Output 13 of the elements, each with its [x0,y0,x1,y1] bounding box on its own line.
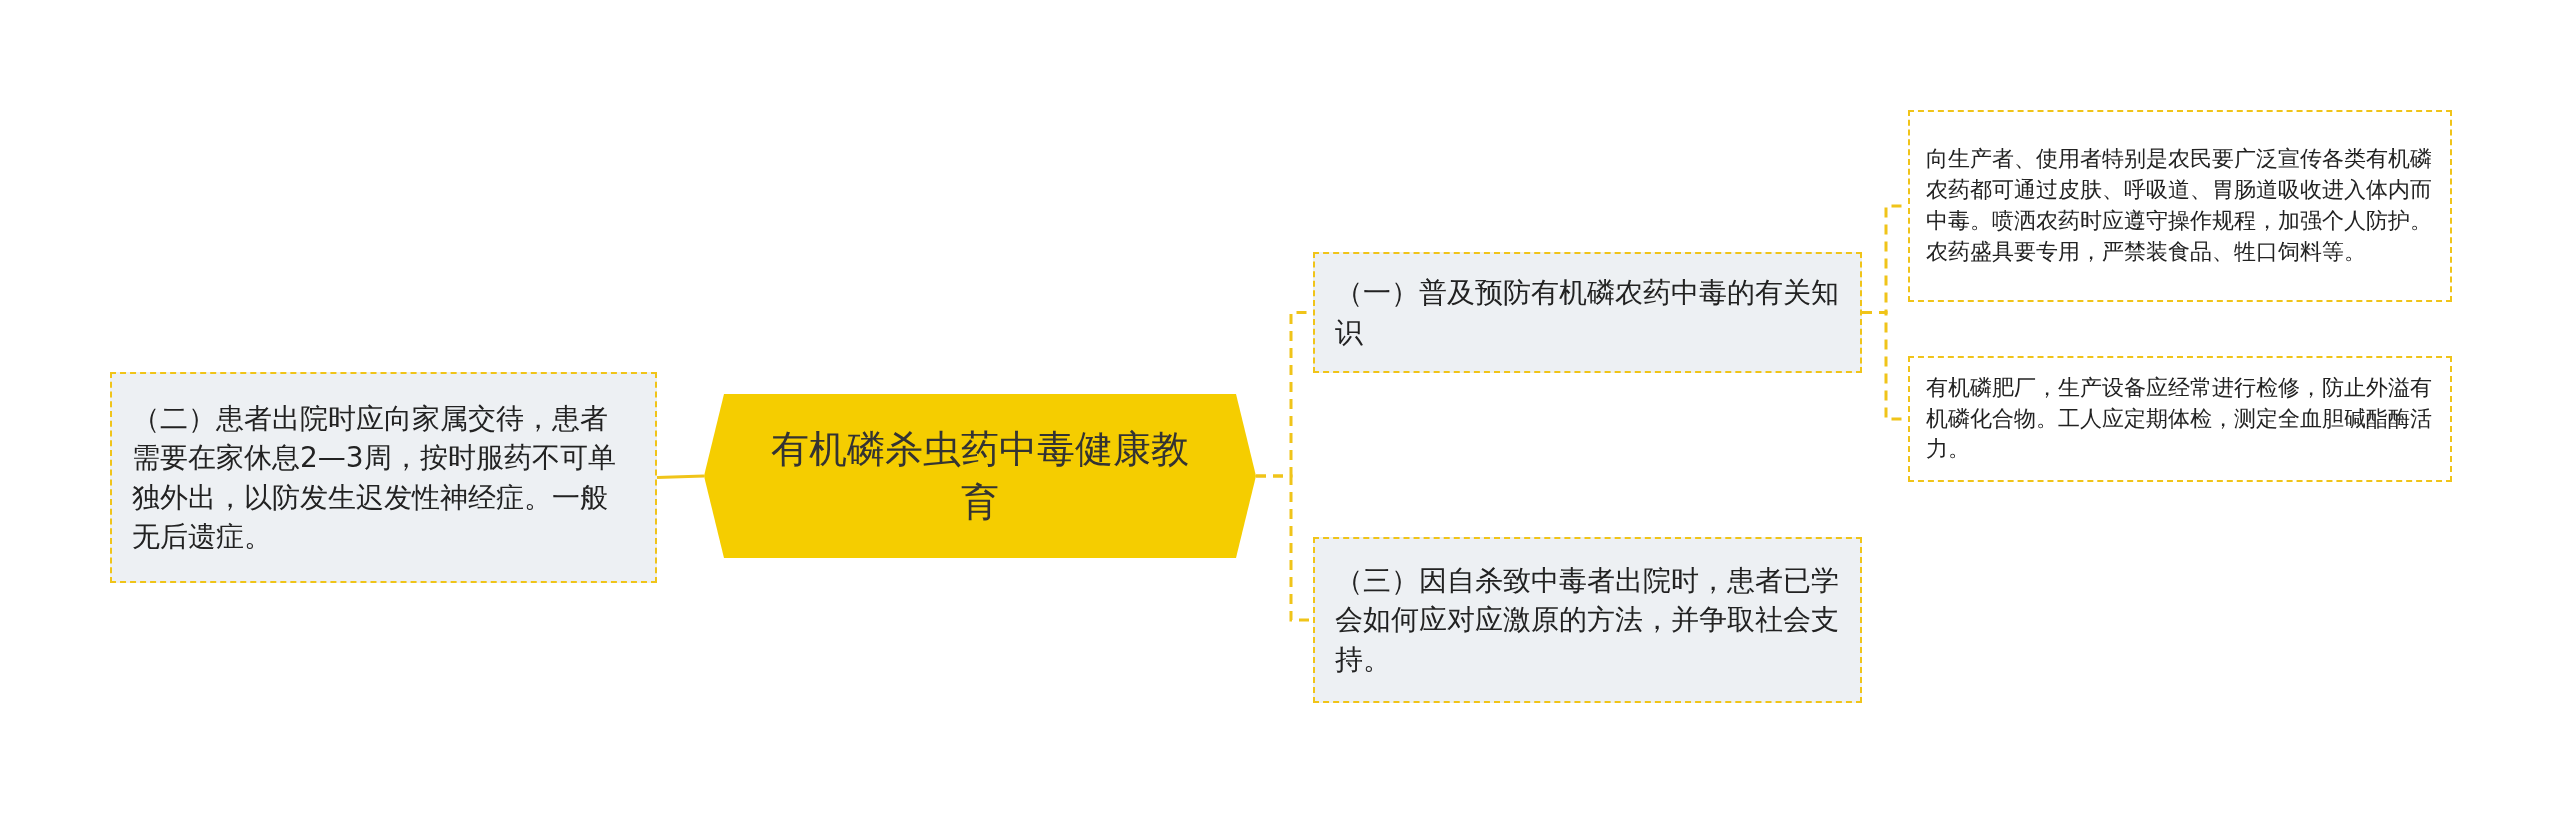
topic-text: （二）患者出院时应向家属交待，患者需要在家休息2—3周，按时服药不可单独外出，以防发生迟发性神经症。一般无后遗症。 [132,401,617,555]
topic-text: 有机磷肥厂，生产设备应经常进行检修，防止外溢有机磷化合物。工人应定期体检，测定全血胆碱酯酶活力。 [1926,373,2433,464]
topic-box [110,372,657,583]
detail-box [1908,110,2452,302]
topic-box [1313,537,1862,703]
topic-text: （三）因自杀致中毒者出院时，患者已学会如何应对应激原的方法，并争取社会支持。 [1335,563,1840,678]
topic-text: 向生产者、使用者特别是农民要广泛宣传各类有机磷农药都可通过皮肤、呼吸道、胃肠道吸收进入体内而中毒。喷洒农药时应遵守操作规程，加强个人防护。农药盛具要专用，严禁装食品、牲口饲料等。 [1926,145,2433,266]
topic-box [1313,252,1862,373]
topic-text: （一）普及预防有机磷农药中毒的有关知识 [1335,275,1840,351]
connector [656,474,705,479]
topic-title: 有机磷杀虫药中毒健康教育 [770,425,1190,526]
detail-box [1908,356,2452,482]
topic-hexagon [704,394,1256,558]
